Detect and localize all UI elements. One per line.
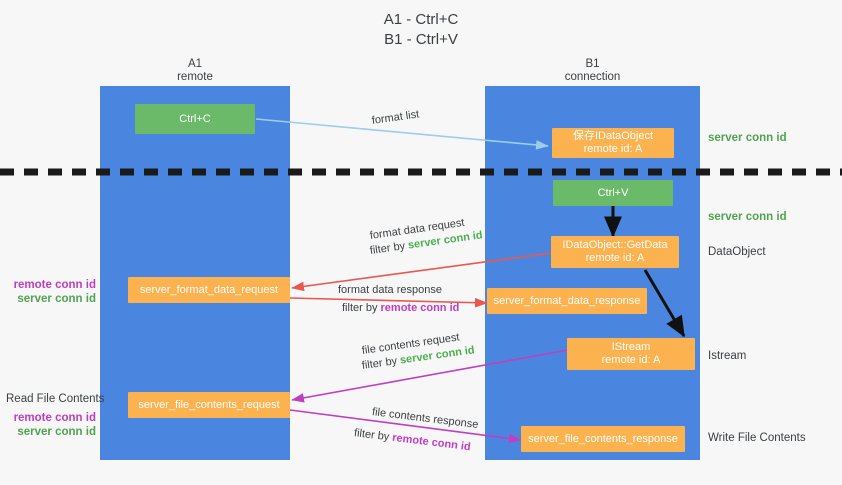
box-server-file-contents-request[interactable]: server_file_contents_request (128, 392, 290, 418)
box-save-idataobject[interactable]: 保存IDataObject remote id: A (552, 128, 674, 158)
edge-label-format-list-text: format list (371, 108, 420, 127)
column-header-a1: A1 remote (100, 58, 290, 84)
title-line-1: A1 - Ctrl+C (383, 11, 459, 28)
filter-prefix: filter by (369, 239, 409, 257)
box-getdata-line2: remote id: A (585, 252, 645, 264)
box-idataobject-getdata[interactable]: IDataObject::GetData remote id: A (551, 236, 679, 268)
box-server-file-contents-response-label: server_file_contents_response (528, 432, 678, 445)
box-server-file-contents-request-label: server_file_contents_request (138, 398, 280, 411)
edge-label-format-list: format list (371, 107, 420, 128)
box-getdata-line1: IDataObject::GetData (562, 239, 668, 251)
box-ctrl-c-label: Ctrl+C (179, 112, 211, 125)
title-line-2: B1 - Ctrl+V (384, 31, 458, 48)
box-server-format-data-request-label: server_format_data_request (139, 283, 279, 296)
column-b1-sub: connection (564, 71, 621, 83)
label-read-file-contents-text: Read File Contents (6, 393, 105, 405)
box-ctrl-c[interactable]: Ctrl+C (135, 104, 255, 134)
label-write-file-contents-text: Write File Contents (708, 432, 806, 444)
edge-label-format-data-request: format data request filter by server con… (369, 217, 484, 259)
label-remote-conn-id-2: remote conn id (13, 412, 96, 424)
column-b1-name: B1 (585, 58, 600, 70)
diagram-title: A1 - Ctrl+C B1 - Ctrl+V (0, 10, 842, 50)
edge-label-file-contents-request: file contents request filter by server c… (361, 331, 476, 374)
filter-prefix: filter by (342, 302, 381, 314)
column-a1-sub: remote (177, 71, 213, 83)
column-a1-name: A1 (187, 58, 203, 70)
label-group-conn-ids-lower: remote conn id server conn id (8, 411, 96, 439)
label-server-conn-id-1: server conn id (17, 293, 96, 305)
label-server-conn-id-top-text: server conn id (708, 132, 787, 144)
filter-prefix: filter by (361, 354, 401, 372)
box-istream-line2: remote id: A (601, 354, 661, 366)
box-ctrl-v[interactable]: Ctrl+V (553, 180, 673, 206)
box-ctrl-v-label: Ctrl+V (597, 186, 629, 199)
filter-value-remote-conn-id: remote conn id (391, 431, 472, 454)
box-save-idataobject-line2: remote id: A (583, 143, 643, 155)
edge-label-format-data-response-line1: format data response (338, 284, 442, 296)
label-read-file-contents: Read File Contents (6, 392, 104, 406)
box-server-format-data-response-label: server_format_data_response (493, 294, 641, 307)
label-server-conn-id-mid: server conn id (708, 210, 787, 224)
box-server-file-contents-response[interactable]: server_file_contents_response (521, 426, 685, 452)
box-istream-line1: IStream (611, 341, 651, 353)
label-dataobject: DataObject (708, 245, 766, 259)
label-dataobject-text: DataObject (708, 246, 766, 258)
label-server-conn-id-top: server conn id (708, 131, 787, 145)
box-server-format-data-request[interactable]: server_format_data_request (128, 277, 290, 303)
box-server-format-data-response[interactable]: server_format_data_response (487, 288, 647, 314)
label-server-conn-id-mid-text: server conn id (708, 211, 787, 223)
box-istream[interactable]: IStream remote id: A (567, 338, 695, 370)
edge-label-format-data-response-filter: filter by remote conn id (342, 301, 459, 316)
filter-prefix: filter by (353, 427, 394, 444)
label-group-conn-ids-upper: remote conn id server conn id (8, 278, 96, 306)
label-server-conn-id-2: server conn id (17, 426, 96, 438)
label-write-file-contents: Write File Contents (708, 431, 806, 445)
column-header-b1: B1 connection (485, 58, 700, 84)
label-istream-text: Istream (708, 350, 747, 362)
label-remote-conn-id-1: remote conn id (13, 279, 96, 291)
edge-label-file-contents-response: file contents response filter by remote … (353, 405, 480, 453)
label-istream: Istream (708, 349, 746, 363)
filter-value-remote-conn-id: remote conn id (380, 302, 460, 314)
edge-label-format-data-response: format data response filter by remote co… (338, 283, 459, 316)
edge-label-file-contents-response-line1: file contents response (371, 406, 480, 432)
box-save-idataobject-line1: 保存IDataObject (572, 130, 654, 142)
